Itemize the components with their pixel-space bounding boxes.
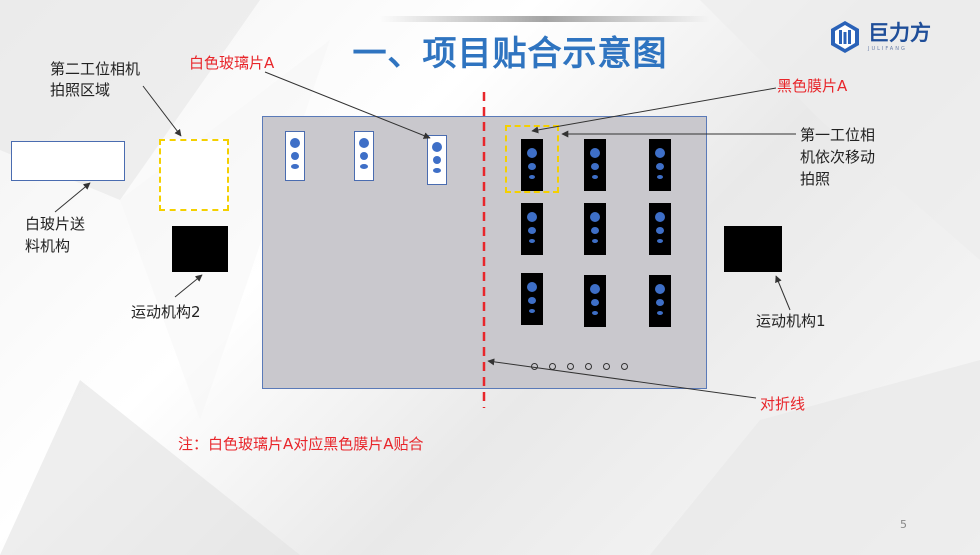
black-film-piece (521, 273, 543, 325)
motion-mechanism-1 (724, 226, 782, 272)
black-film-piece (649, 203, 671, 255)
black-film-piece (521, 139, 543, 191)
camera1-label-line3: 拍照 (800, 170, 831, 188)
black-film-piece (649, 139, 671, 191)
black-film-piece (521, 203, 543, 255)
fold-line-label: 对折线 (760, 395, 806, 413)
slide-title: 一、项目贴合示意图 (352, 34, 668, 74)
white-glass-piece (427, 135, 447, 185)
feeder-label-line2: 料机构 (25, 237, 71, 255)
logo-subtitle: JULIFANG (868, 45, 907, 52)
black-film-label: 黑色膜片A (777, 77, 848, 95)
black-film-piece (584, 275, 606, 327)
black-film-piece (584, 139, 606, 191)
white-glass-piece (285, 131, 305, 181)
black-film-piece (649, 275, 671, 327)
white-glass-label: 白色玻璃片A (189, 54, 275, 72)
white-glass-piece (354, 131, 374, 181)
motion2-label: 运动机构2 (131, 303, 201, 321)
logo: 巨力方 JULIFANG (828, 20, 931, 54)
camera2-label-line1: 第二工位相机 (50, 60, 141, 78)
work-board (262, 116, 707, 389)
page-number: 5 (900, 518, 907, 531)
feeder-label-line1: 白玻片送 (25, 215, 86, 233)
footnote: 注：白色玻璃片A对应黑色膜片A贴合 (178, 435, 424, 453)
camera1-capture-area (505, 125, 559, 193)
title-decoration (380, 16, 710, 22)
camera2-capture-area (159, 139, 229, 211)
black-film-piece (584, 203, 606, 255)
logo-hexagon-icon (831, 21, 859, 53)
camera1-label-line1: 第一工位相 (800, 126, 876, 144)
logo-name: 巨力方 (868, 20, 931, 45)
motion-mechanism-2 (172, 226, 228, 272)
camera2-label-line2: 拍照区域 (50, 81, 111, 99)
feeder-box (11, 141, 125, 181)
camera1-label-line2: 机依次移动 (800, 148, 876, 166)
motion1-label: 运动机构1 (756, 312, 826, 330)
